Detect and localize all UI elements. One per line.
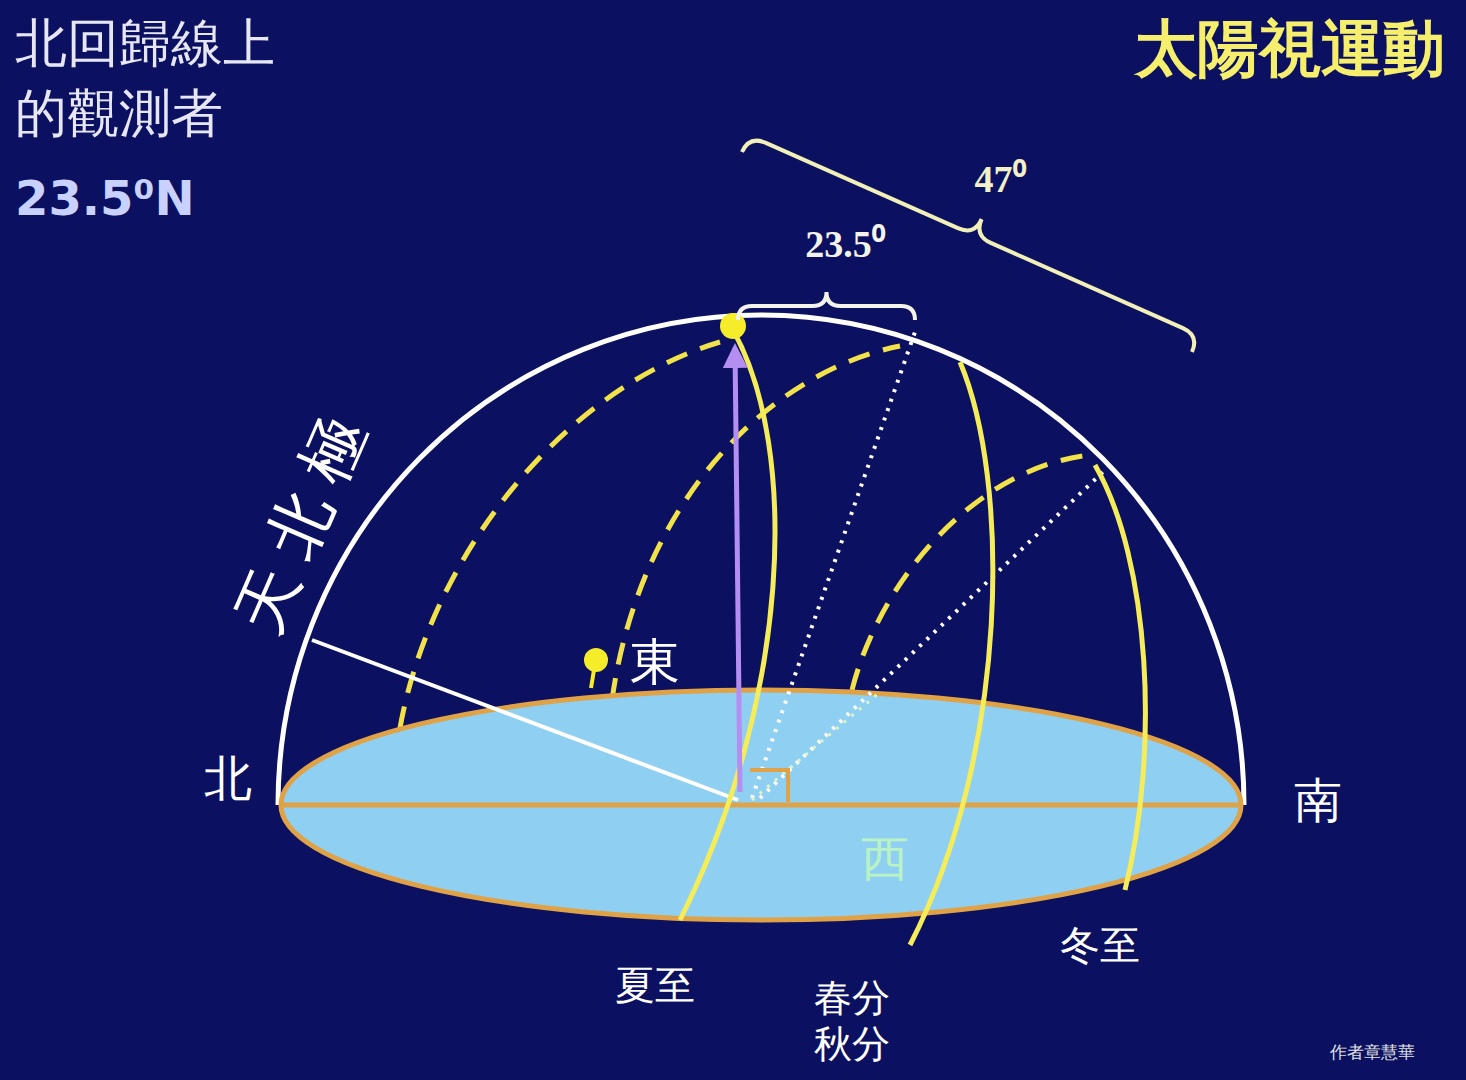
direction-label: 南: [1294, 770, 1342, 830]
title: 太陽視運動: [1135, 10, 1445, 88]
winter-noon-line: [760, 470, 1105, 798]
season-label: 冬至: [1060, 920, 1140, 970]
summer-path: [680, 330, 775, 920]
direction-label: 西: [861, 828, 909, 888]
angle-label: 47⁰: [975, 156, 1026, 204]
angle-brace-47: [742, 141, 1194, 352]
noon-altitude-lines: [752, 332, 1105, 798]
sunrise-sun-tail: [591, 670, 594, 688]
author-watermark: 作者章慧華: [1330, 1042, 1415, 1063]
angle-brace-23-5: [738, 292, 915, 320]
sunrise-sun: [584, 648, 608, 672]
angle-braces: [738, 141, 1194, 352]
season-label: 春分 秋分: [812, 976, 892, 1067]
visible-sun-paths: [680, 330, 1145, 945]
north-south-line: [282, 803, 1240, 808]
observer-note: 北回歸線上 的觀測者: [15, 8, 291, 148]
faint-dotted-line: [752, 692, 880, 800]
direction-label: 北: [204, 748, 252, 808]
summer-path-back: [400, 342, 720, 728]
angle-label: 23.5⁰: [805, 221, 885, 269]
direction-label: 東: [630, 631, 680, 694]
noon-sun: [720, 313, 746, 339]
latitude-label: 23.5⁰N: [15, 168, 195, 228]
right-angle-mark: [750, 770, 788, 802]
winter-path-back: [852, 455, 1090, 690]
equinox-path-back: [612, 346, 900, 700]
zenith-arrow: [735, 348, 740, 792]
season-label: 夏至: [615, 960, 695, 1010]
winter-path: [1095, 465, 1145, 890]
horizon-plane: [281, 690, 1241, 920]
equinox-path: [910, 362, 993, 945]
